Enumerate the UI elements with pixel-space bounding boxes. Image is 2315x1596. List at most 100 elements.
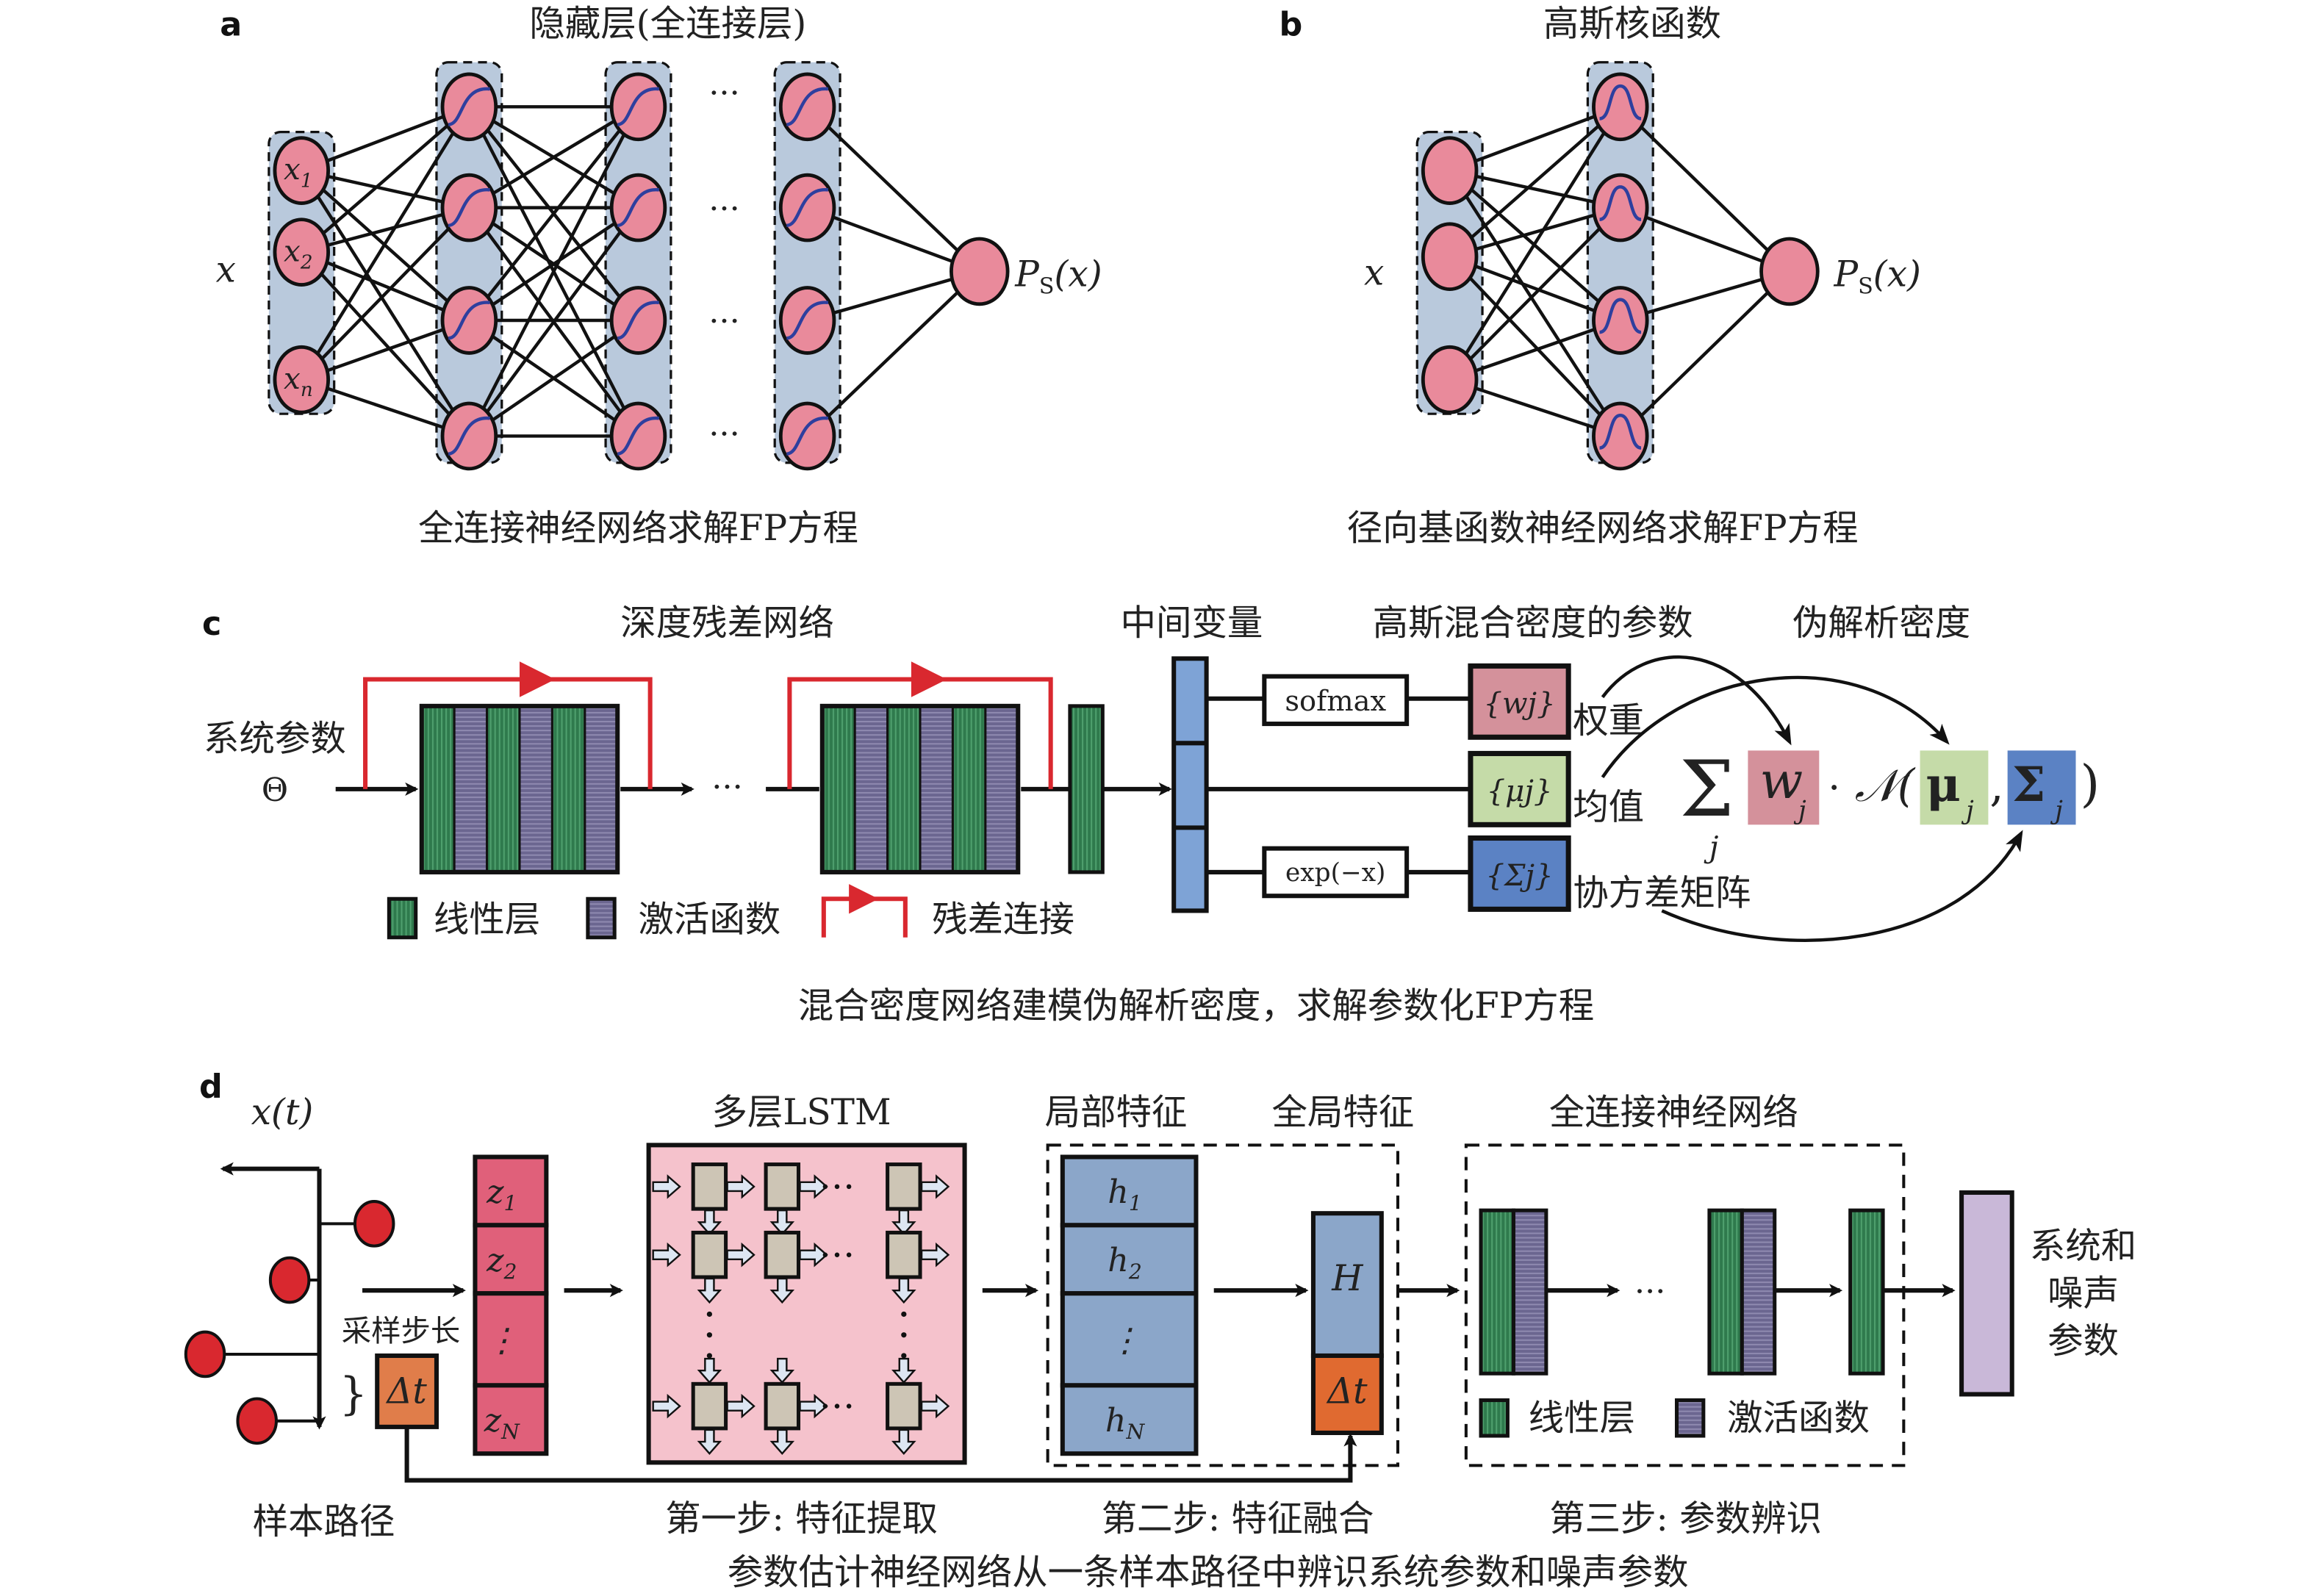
exp-label: exp(−x) — [1285, 858, 1385, 888]
ellipsis: ··· — [708, 416, 739, 453]
hidden-node — [778, 72, 836, 142]
edge — [300, 106, 471, 381]
output-label-b: PS(x) — [1833, 254, 1920, 300]
output-label-line1: 系统和 — [2030, 1226, 2136, 1267]
formula-mu: μ — [1926, 757, 1961, 813]
lstm-arrow-icon — [799, 1174, 828, 1199]
lstm-arrow-icon — [769, 1428, 795, 1456]
H-label: H — [1331, 1258, 1364, 1299]
lstm-arrow-icon — [726, 1242, 755, 1268]
sigmoid-icon — [786, 188, 829, 228]
sigmoid-icon — [448, 417, 490, 456]
lstm-cell — [691, 1162, 728, 1211]
dt-label: Δt — [385, 1371, 427, 1412]
edge — [301, 105, 470, 173]
sigmoid-icon — [617, 301, 659, 340]
feature-fusion-box — [1046, 1143, 1400, 1467]
lstm-cell — [764, 1162, 801, 1211]
sample-point — [353, 1200, 395, 1248]
sigmoid-icon — [448, 87, 490, 126]
formula-dot: · — [1828, 766, 1840, 810]
gaussian-icon — [1598, 84, 1642, 121]
linear-layer — [821, 705, 856, 874]
connections-b — [1448, 105, 1791, 438]
hidden-node — [609, 401, 667, 471]
edge — [300, 206, 470, 381]
embedding-cell — [473, 1291, 549, 1388]
edge — [467, 106, 640, 437]
weights-label: 权重 — [1573, 700, 1644, 741]
gaussian-icon — [1598, 413, 1642, 450]
linear-layer — [886, 705, 922, 874]
sample-point — [268, 1256, 311, 1304]
rbf-node — [1592, 72, 1649, 142]
global-dt-label: Δt — [1326, 1371, 1368, 1412]
edge — [1449, 168, 1621, 209]
intermediate-header: 中间变量 — [1121, 603, 1263, 644]
rbf-node — [1592, 286, 1649, 355]
means-to-formula-arrow — [1601, 675, 1950, 778]
formula-w-highlight — [1748, 750, 1820, 825]
residual-arrow-icon — [911, 661, 947, 697]
panel-c: c 深度残差网络 中间变量 高斯混合密度的参数 伪解析密度 系统参数 Θ ···… — [202, 603, 2100, 1027]
sigmoid-icon — [448, 188, 490, 228]
edge — [1448, 106, 1622, 381]
weights-to-formula-arrow — [1601, 655, 1792, 746]
local-feature-cell — [1060, 1383, 1199, 1456]
embedding-cell — [473, 1383, 549, 1456]
lstm-arrow-icon — [652, 1242, 681, 1268]
output-node — [1759, 237, 1820, 306]
edge — [301, 251, 470, 323]
lstm-arrow-icon — [891, 1357, 916, 1384]
caption-d: 参数估计神经网络从一条样本路径中辨识系统参数和噪声参数 — [728, 1552, 1689, 1593]
edge — [806, 270, 981, 438]
activation-layer — [984, 705, 1019, 874]
residual-arrow-icon — [520, 661, 556, 697]
linear-layer — [951, 705, 987, 874]
formula-sum: Σ — [1680, 744, 1734, 834]
lstm-arrow-icon — [697, 1428, 722, 1456]
edge — [301, 318, 470, 381]
sigmoid-icon — [617, 188, 659, 228]
lstm-cell — [691, 1381, 728, 1431]
resnet-header: 深度残差网络 — [620, 603, 834, 644]
lstm-arrow-icon — [697, 1357, 722, 1384]
gaussian-icon — [1598, 185, 1642, 221]
edge — [300, 251, 471, 437]
global-feature-H — [1310, 1211, 1384, 1359]
edge — [1619, 270, 1791, 438]
sigmoid-icon — [786, 87, 829, 126]
edge — [1449, 318, 1621, 381]
lstm-cell — [764, 1381, 801, 1431]
ellipsis: ··· — [708, 74, 739, 112]
sigmoid-icon — [448, 301, 490, 340]
local-feature-label: h2 — [1108, 1242, 1142, 1284]
hidden-node — [440, 72, 498, 142]
ellipsis: ··· — [1634, 1273, 1665, 1310]
sampling-step-label: 采样步长 — [342, 1314, 460, 1348]
activation-layer — [584, 705, 619, 874]
brace-icon: } — [340, 1369, 368, 1420]
sigmoid-icon — [786, 417, 829, 456]
formula-comma: , — [1989, 761, 2003, 812]
system-params-label: 系统参数 — [204, 718, 346, 759]
means-box — [1468, 750, 1571, 827]
embedding-cell — [473, 1154, 549, 1228]
input-node — [273, 136, 331, 205]
legend-activation-swatch — [586, 896, 617, 940]
activation-layer — [453, 705, 489, 874]
formula-sigma-highlight — [2007, 750, 2076, 825]
final-linear-layer — [1068, 704, 1105, 874]
edge — [1449, 255, 1622, 437]
caption-b: 径向基函数神经网络求解FP方程 — [1347, 508, 1859, 549]
formula-normal: 𝒩( — [1855, 761, 1916, 812]
embedding-label: z1 — [486, 1173, 517, 1215]
edge — [468, 206, 639, 322]
output-label-line3: 参数 — [2047, 1320, 2119, 1362]
lstm-arrow-icon — [769, 1357, 795, 1384]
linear-layer — [420, 705, 456, 874]
block-border — [819, 703, 1021, 874]
